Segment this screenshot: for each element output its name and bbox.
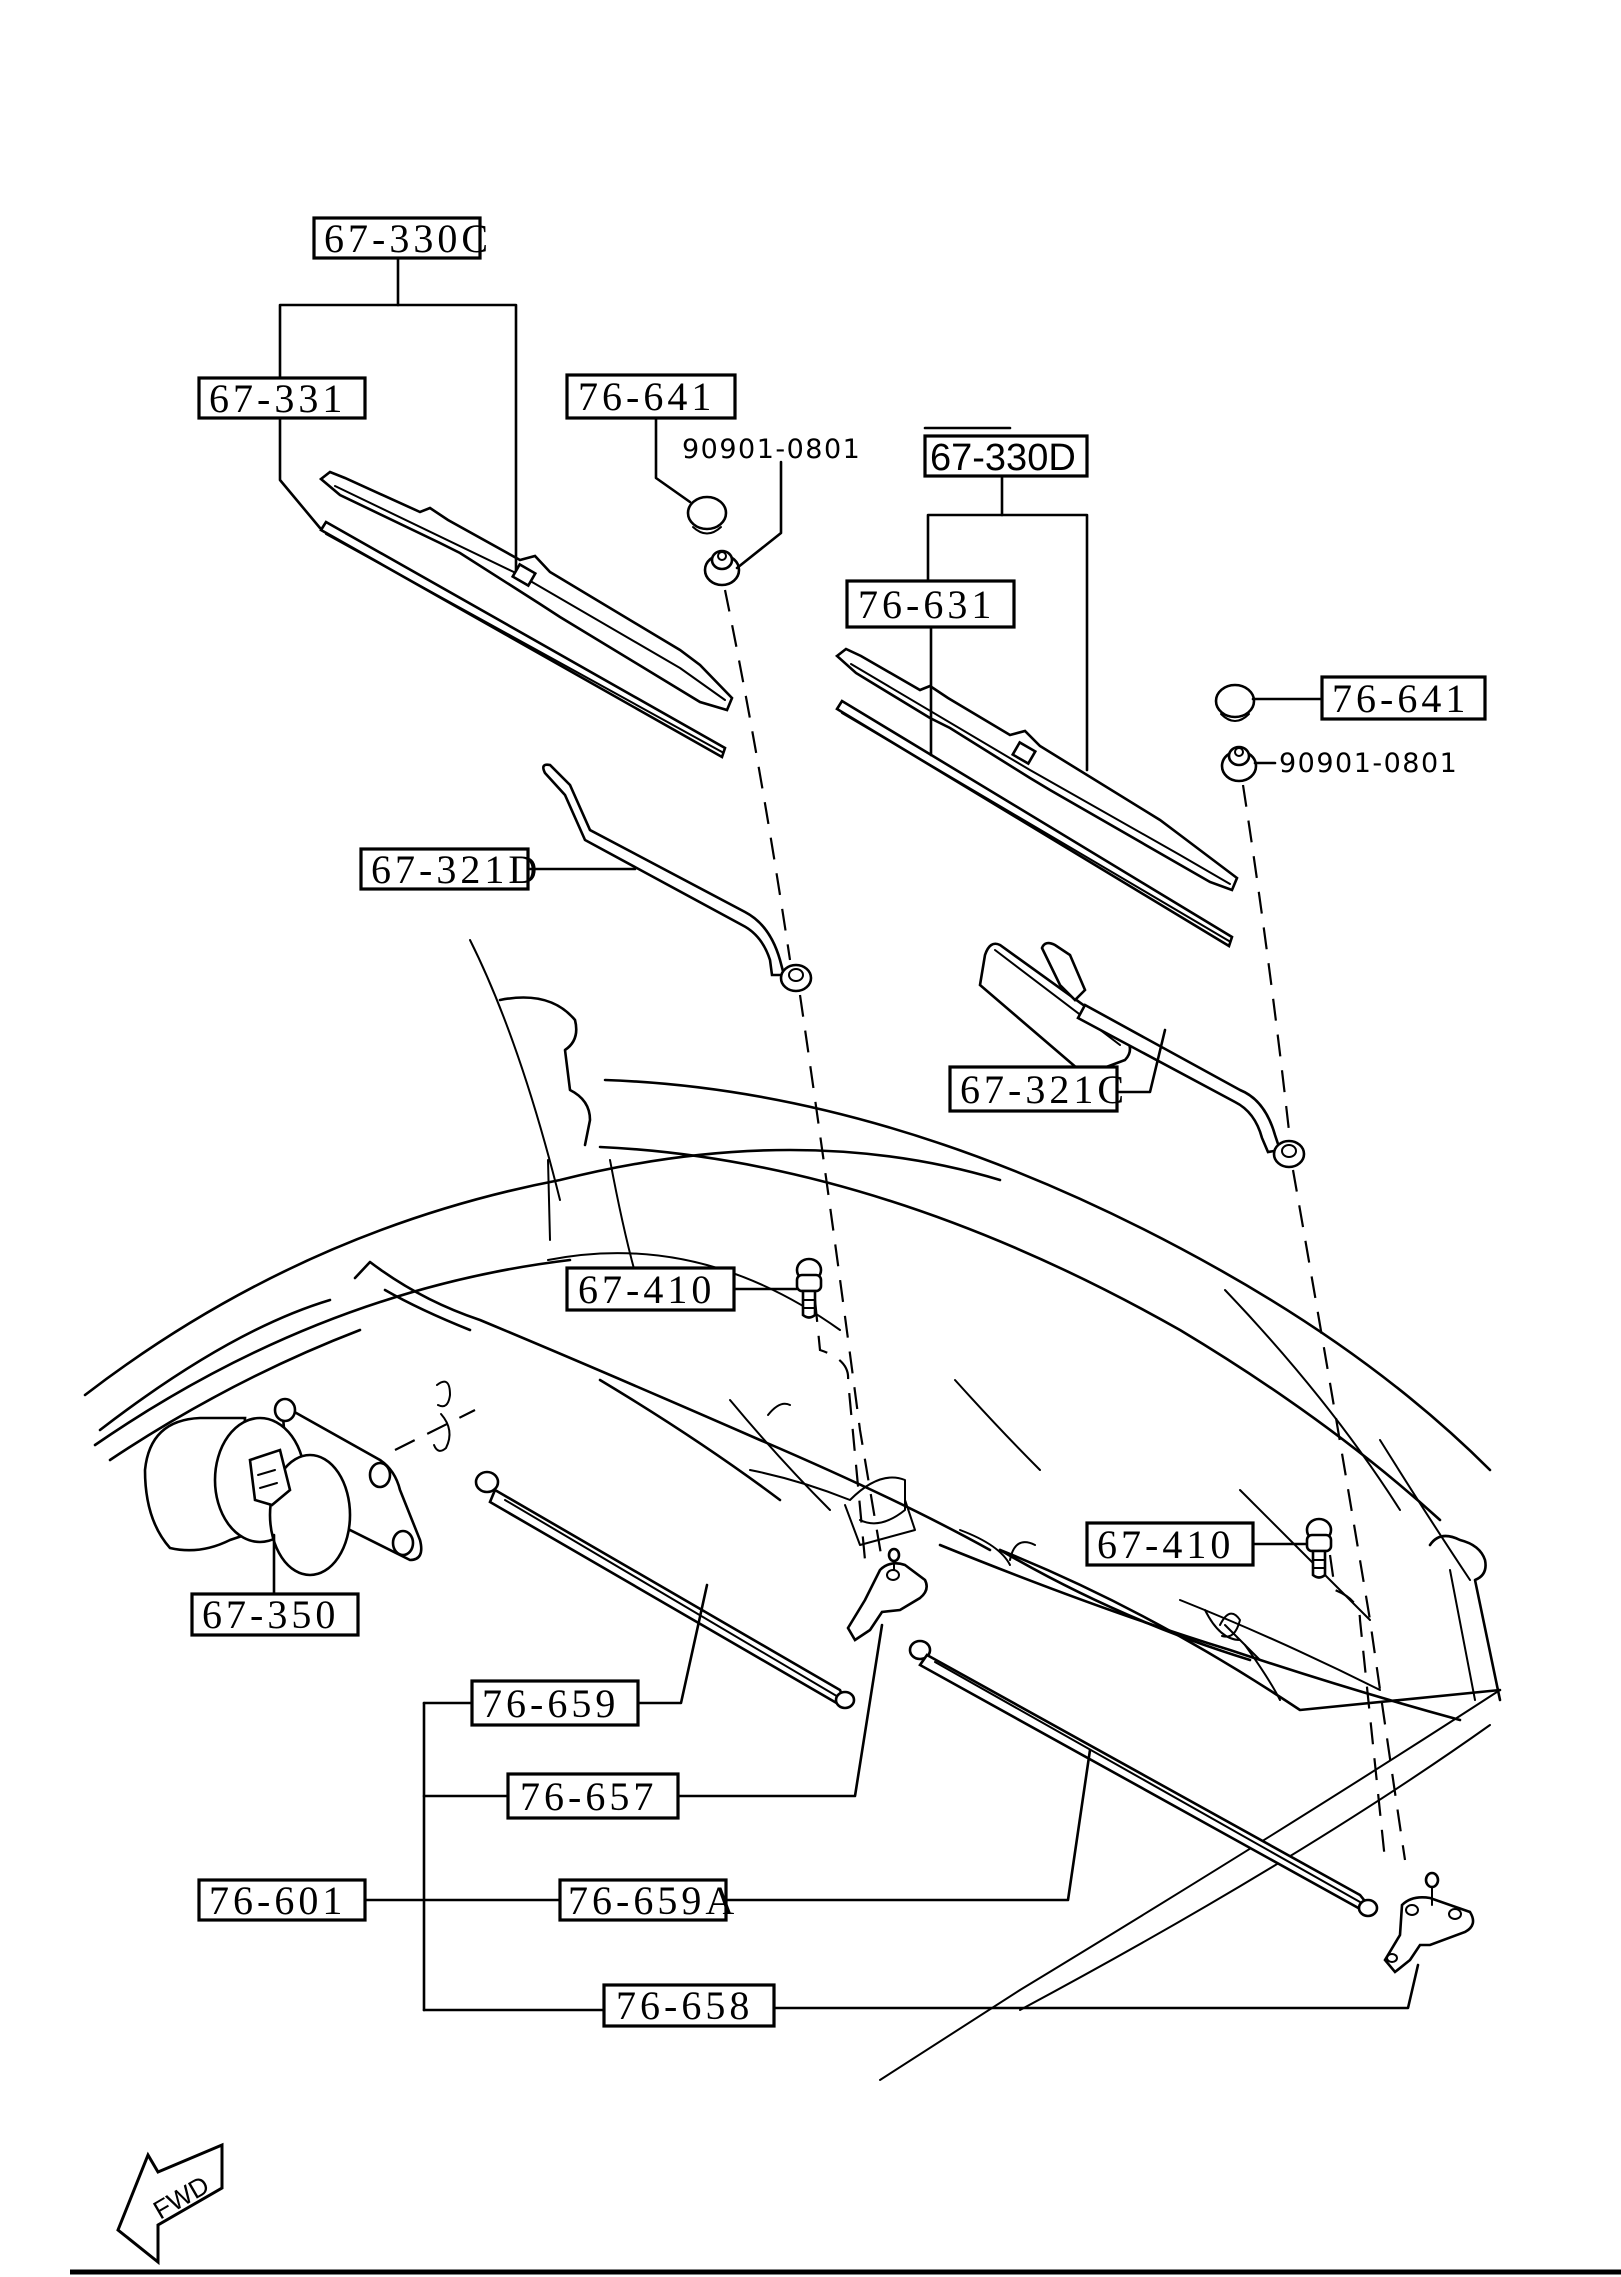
label-67-330D[interactable]: 67-330D bbox=[923, 426, 1089, 479]
label-text: 67-321D bbox=[371, 847, 541, 892]
label-76-659[interactable]: 76-659 bbox=[470, 1679, 640, 1727]
link-rod-a[interactable] bbox=[908, 1639, 1379, 1918]
label-text: 76-631 bbox=[858, 582, 995, 627]
wiper-motor[interactable] bbox=[143, 1397, 451, 1577]
label-67-330C[interactable]: 67-330C bbox=[312, 216, 492, 261]
label-67-331[interactable]: 67-331 bbox=[197, 376, 367, 421]
bolt-right[interactable] bbox=[1305, 1517, 1333, 1579]
label-76-631[interactable]: 76-631 bbox=[845, 579, 1016, 629]
link-rod[interactable] bbox=[474, 1470, 856, 1710]
label-76-657[interactable]: 76-657 bbox=[506, 1772, 680, 1820]
bolt-left[interactable] bbox=[795, 1257, 823, 1319]
label-90901-0801-right[interactable]: 90901-0801 bbox=[1279, 748, 1458, 779]
wiper-blade-driver[interactable] bbox=[318, 470, 734, 759]
label-text: 67-321C bbox=[960, 1067, 1128, 1112]
label-text: 76-659A bbox=[568, 1878, 738, 1923]
label-text: 67-331 bbox=[209, 376, 346, 421]
label-text: 76-641 bbox=[578, 374, 715, 419]
label-text: 67-350 bbox=[202, 1592, 339, 1637]
leader-lines bbox=[272, 256, 1420, 2012]
label-text: 76-601 bbox=[209, 1878, 346, 1923]
label-76-641-right[interactable]: 76-641 bbox=[1320, 675, 1487, 721]
nut-right[interactable] bbox=[1220, 745, 1258, 783]
label-67-321D[interactable]: 67-321D bbox=[359, 847, 541, 892]
label-text: 76-659 bbox=[482, 1681, 619, 1726]
vehicle-body-outline bbox=[83, 939, 1502, 2081]
label-text: 67-410 bbox=[1097, 1522, 1234, 1567]
pivot-right[interactable] bbox=[1383, 1871, 1475, 1974]
wiper-arm-passenger[interactable] bbox=[978, 941, 1306, 1169]
label-67-410-left[interactable]: 67-410 bbox=[565, 1266, 736, 1312]
label-90901-0801-left[interactable]: 90901-0801 bbox=[682, 434, 861, 465]
label-text: 76-641 bbox=[1332, 676, 1469, 721]
label-76-641-left[interactable]: 76-641 bbox=[565, 373, 737, 420]
forward-direction-arrow-icon: FWD bbox=[116, 2142, 224, 2266]
label-67-410-right[interactable]: 67-410 bbox=[1085, 1521, 1255, 1567]
label-text: 76-658 bbox=[616, 1983, 753, 2028]
nut-left[interactable] bbox=[703, 549, 741, 587]
wiper-arm-driver[interactable] bbox=[542, 763, 813, 993]
label-67-350[interactable]: 67-350 bbox=[190, 1592, 360, 1637]
assembly-guide-lines bbox=[394, 589, 1407, 1861]
cap-right[interactable] bbox=[1214, 683, 1256, 722]
label-76-601[interactable]: 76-601 bbox=[197, 1878, 367, 1923]
label-text: 67-330C bbox=[324, 216, 492, 261]
pivot-left[interactable] bbox=[846, 1547, 928, 1642]
label-76-659A[interactable]: 76-659A bbox=[558, 1878, 738, 1923]
label-67-321C[interactable]: 67-321C bbox=[948, 1065, 1128, 1113]
label-text: 67-330D bbox=[930, 437, 1076, 479]
label-76-658[interactable]: 76-658 bbox=[602, 1983, 776, 2028]
label-text: 67-410 bbox=[578, 1267, 715, 1312]
label-text: 76-657 bbox=[520, 1774, 657, 1819]
wiper-blade-passenger[interactable] bbox=[834, 647, 1239, 948]
cap-left[interactable] bbox=[686, 495, 728, 535]
